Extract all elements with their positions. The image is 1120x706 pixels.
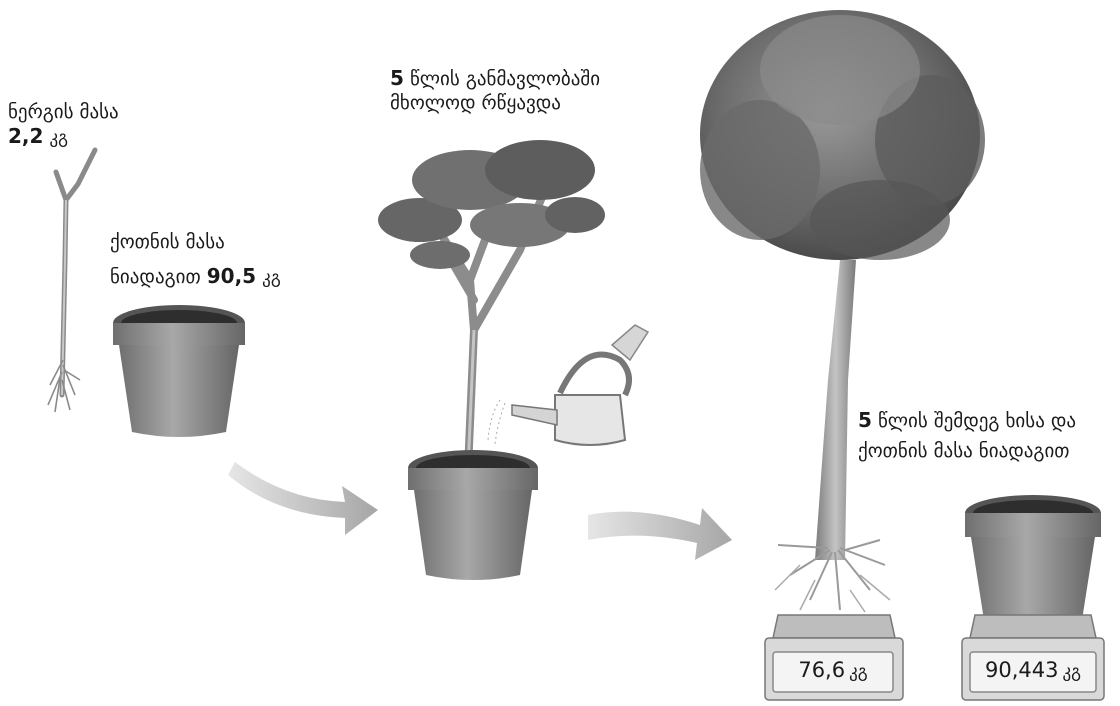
scale-pot-unit: კგ [1062,662,1081,682]
watering-can-icon [488,325,648,445]
seedling-mass-unit: კგ [49,128,68,148]
seedling-mass-label: ნერგის მასა 2,2 კგ [8,100,119,150]
scale-tree-unit: კგ [849,662,868,682]
arrow-icon [588,508,732,560]
after-caption: 5 წლის შემდეგ ხისა და ქოთნის მასა ნიადაგ… [858,408,1076,463]
seedling-mass-value: 2,2 [8,124,43,148]
pot-with-soil-icon [408,450,538,580]
scale-tree-value: 76,6 [798,658,845,682]
arrow-icon [228,462,378,535]
pot-mass-unit: კგ [262,268,281,288]
seedling-icon [48,150,95,412]
pot-with-soil-icon [965,495,1101,624]
pot-mass-value: 90,5 [207,264,256,288]
pot-mass-label: ქოთნის მასა ნიადაგით 90,5 კგ [110,230,281,290]
watering-caption: 5 წლის განმავლობაში მხოლოდ რწყავდა [390,66,600,115]
scale-pot-value: 90,443 [985,658,1058,682]
grown-tree-icon [700,10,985,612]
pot-with-soil-icon [113,305,245,437]
